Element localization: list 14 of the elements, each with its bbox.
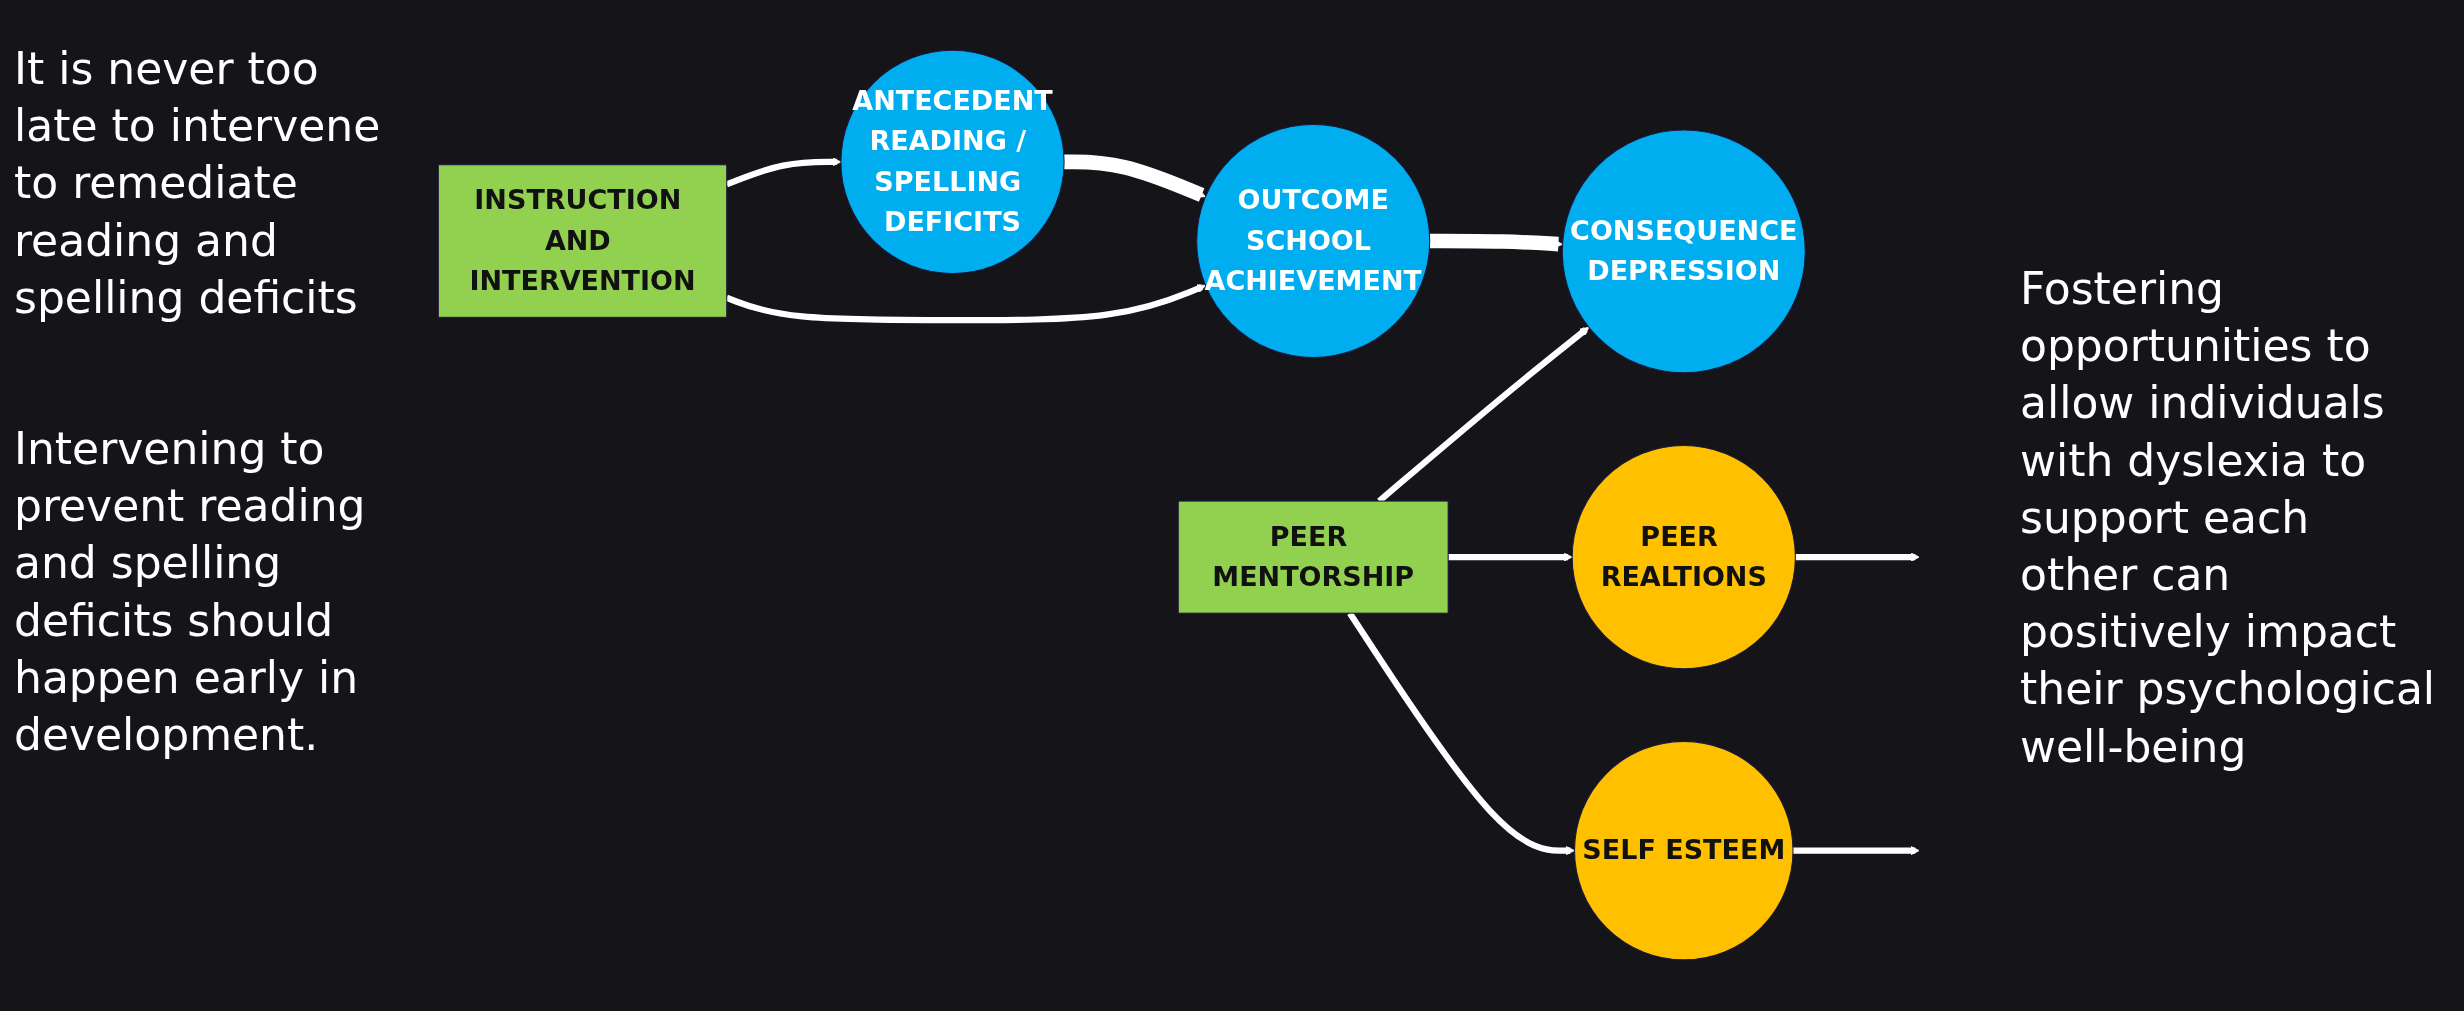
note-text: Intervening to prevent reading and spelling deficits should happen early in development.	[14, 422, 367, 762]
note-text: It is never too late to intervene to remediate reading and spelling deficits	[14, 42, 382, 325]
arrow	[1429, 233, 1563, 252]
node-box: PEER MENTORSHIP	[1177, 500, 1449, 614]
node-circle: CONSEQUENCE DEPRESSION	[1561, 129, 1806, 374]
node-box: INSTRUCTION AND INTERVENTION	[437, 164, 728, 318]
node-circle: SELF ESTEEM	[1574, 740, 1794, 961]
arrow	[1448, 552, 1573, 562]
node-circle: OUTCOME SCHOOL ACHIEVEMENT	[1196, 123, 1431, 358]
arrow	[1795, 552, 1920, 562]
arrow	[1793, 845, 1920, 856]
note-text: Fostering opportunities to allow individuals with dyslexia to support each other can positively impact their psychological well-being	[2020, 262, 2437, 774]
arrow	[1064, 154, 1206, 202]
node-circle: PEER REALTIONS	[1571, 444, 1796, 670]
